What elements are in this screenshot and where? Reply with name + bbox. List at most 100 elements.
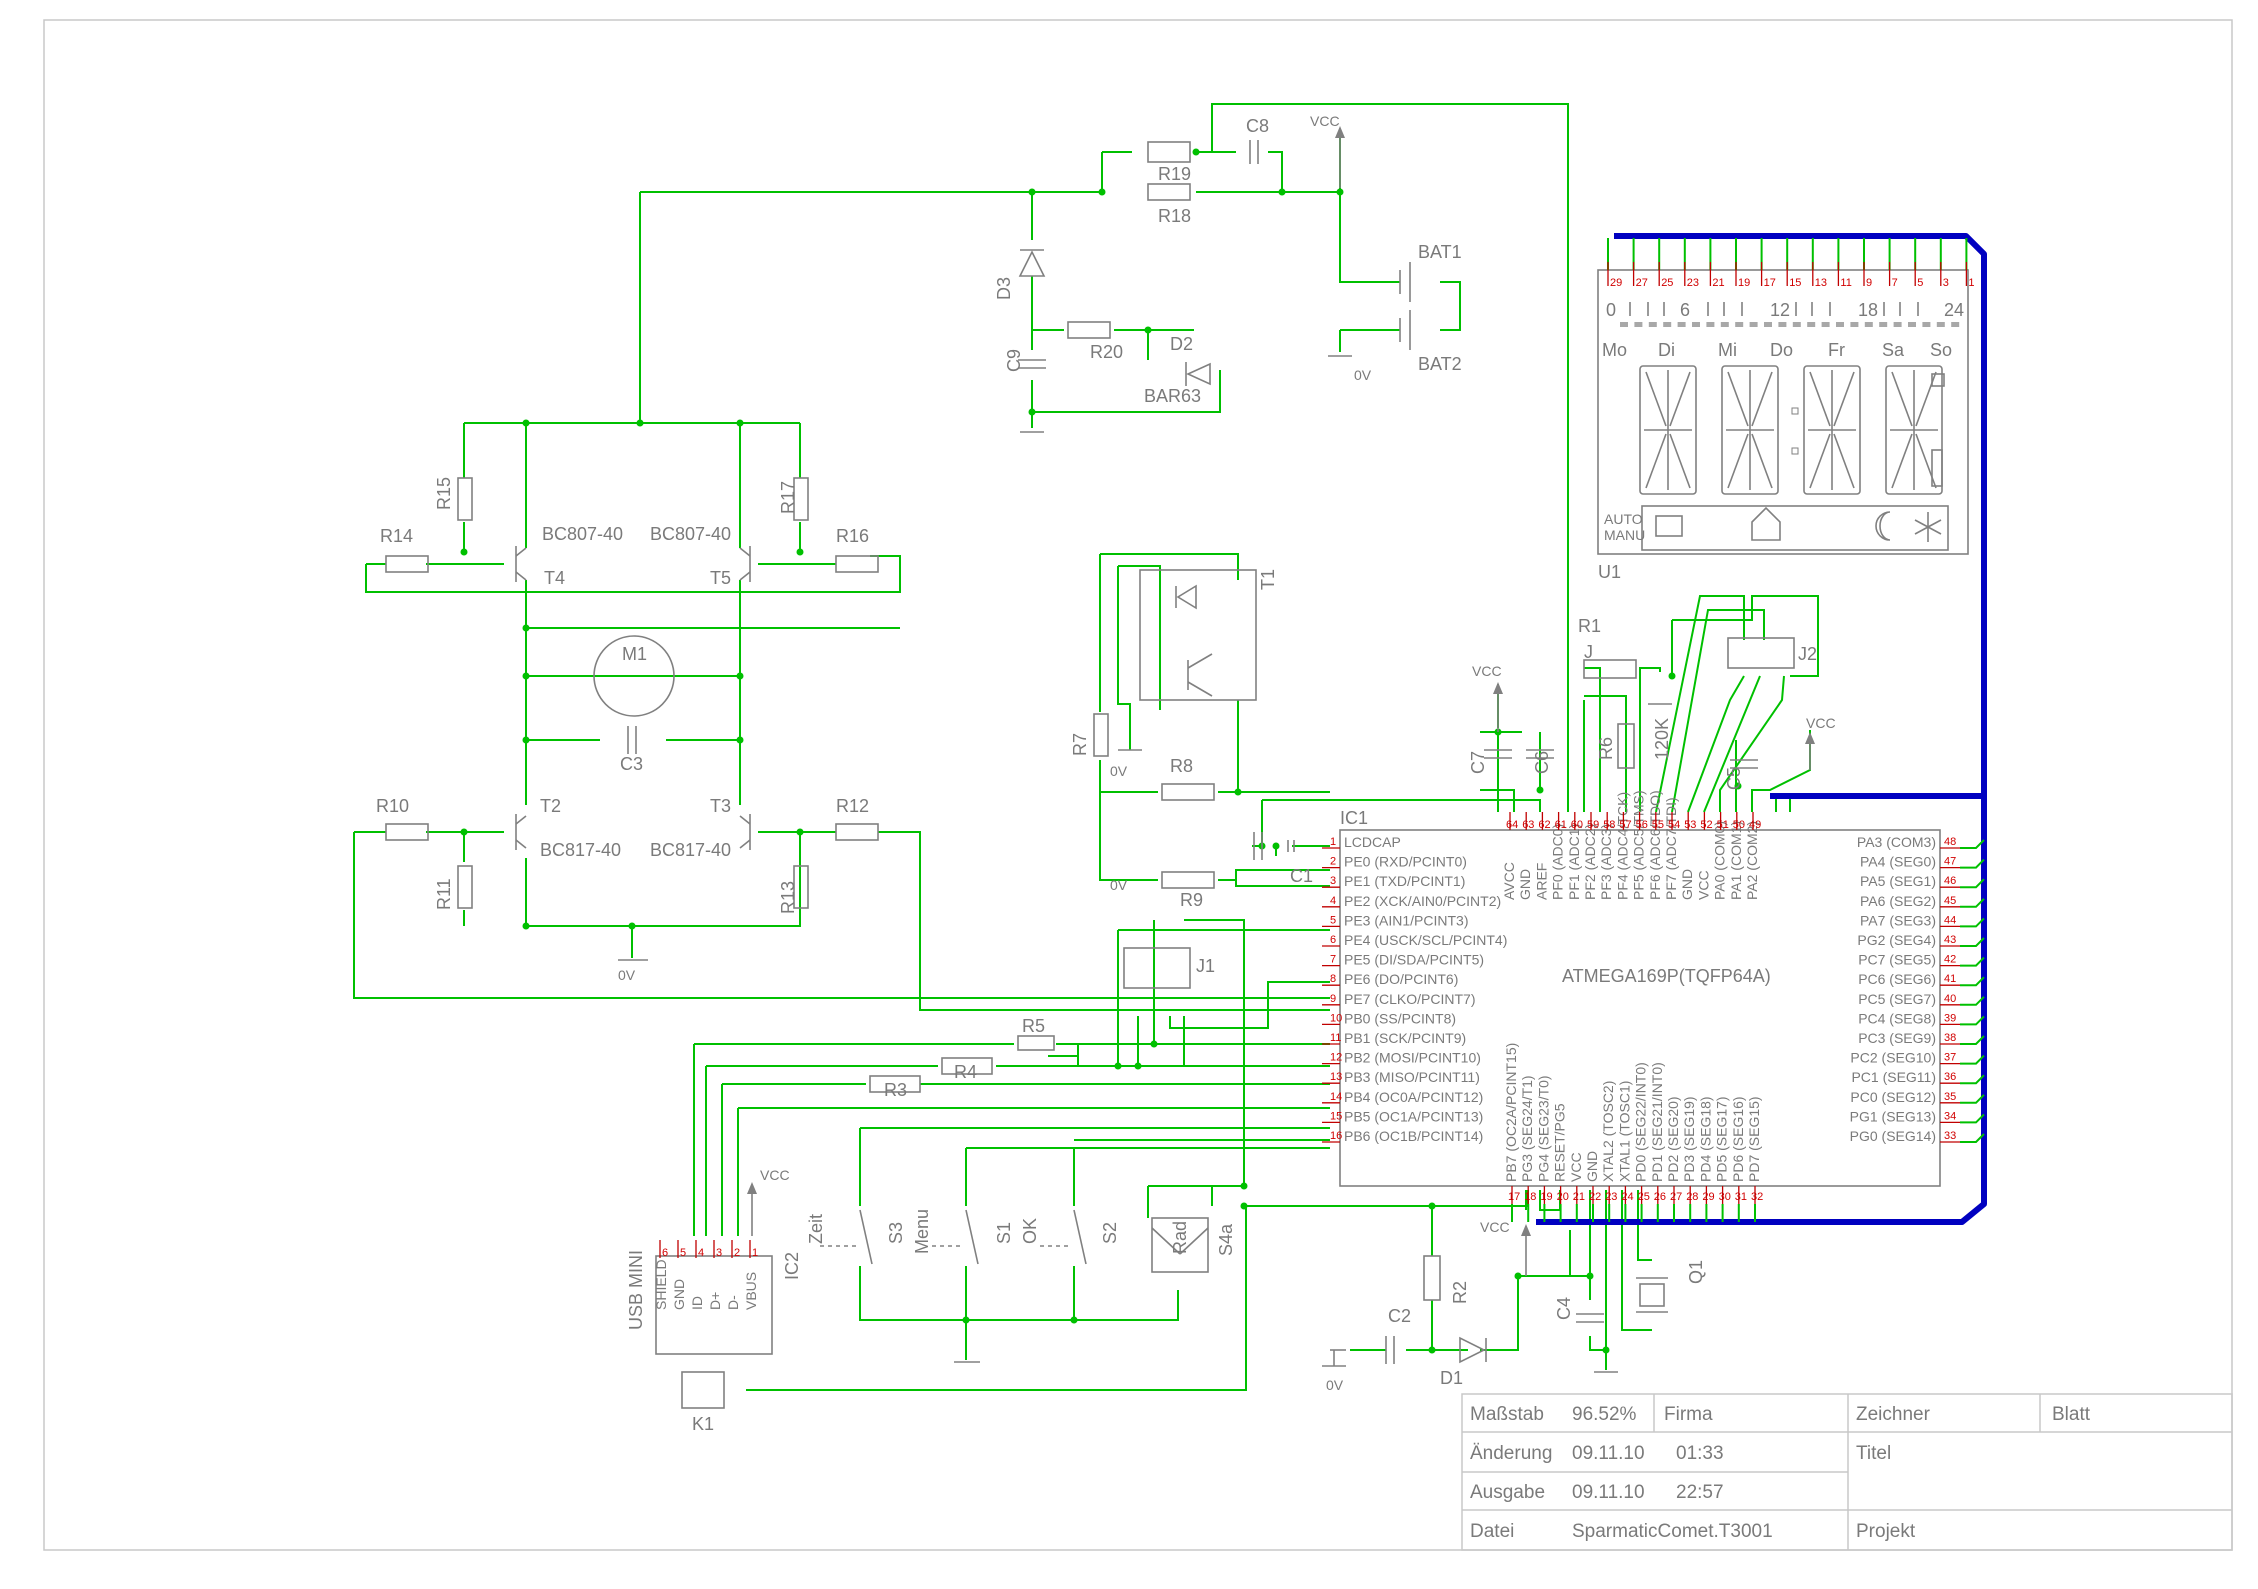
d2-diode[interactable]: D2 BAR63 [1144,334,1211,406]
t4-transistor[interactable]: BC807-40 T4 [515,524,623,588]
lcd-auto-label: AUTO [1604,511,1643,527]
r6-resistor[interactable]: R6 120K [1596,718,1672,769]
r11-resistor[interactable]: R11 [434,865,473,910]
usb-pin-num-6: 6 [662,1247,668,1259]
m1-motor[interactable]: M1 [593,635,675,717]
r3-label: R3 [884,1080,907,1100]
r19-resistor[interactable]: R19 [1147,141,1191,184]
r2-resistor[interactable]: R2 [1423,1255,1470,1304]
s4a-encoder[interactable]: Rad S4a [1151,1217,1236,1273]
mcu-bottom-pin-22: GND [1584,1151,1600,1182]
bat2-battery[interactable]: BAT2 [1399,310,1462,374]
c7-capacitor[interactable]: C7 [1468,749,1512,774]
r8-resistor[interactable]: R8 [1161,756,1215,801]
r15-resistor[interactable]: R15 [434,477,473,521]
usb-pin-dplus: D+ [707,1292,723,1310]
r14-resistor[interactable]: R14 [380,526,429,573]
r17-resistor[interactable]: R17 [778,477,809,521]
lcd-digit-4 [1885,365,1943,495]
lcd-pin-1: 1 [1968,277,1974,289]
lcd-bus [1536,233,1987,1225]
r12-resistor[interactable]: R12 [835,796,879,841]
c3-capacitor[interactable]: C3 [620,726,643,774]
lcd-day-Mo: Mo [1602,340,1627,360]
c6-capacitor[interactable]: C6 [1526,749,1554,774]
t2-transistor[interactable]: T2 BC817-40 [515,796,621,860]
c9-label: C9 [1004,349,1024,372]
mcu-left-pin-num-16: 16 [1330,1130,1342,1142]
mcu-left-pin-num-5: 5 [1330,914,1336,926]
suitcase-icon [1655,515,1683,537]
m1-label: M1 [622,644,647,664]
r4-resistor[interactable]: R4 [941,1057,993,1082]
t5-transistor[interactable]: BC807-40 T5 [650,524,751,588]
r20-resistor[interactable]: R20 [1067,321,1123,362]
d1-diode[interactable]: D1 [1440,1336,1487,1388]
vcc-r2-symbol: VCC [1480,1219,1531,1276]
gnd-bat: 0V [1328,355,1372,383]
c5-capacitor[interactable]: C5 [1724,759,1758,790]
r13-resistor[interactable]: R13 [778,865,809,914]
c4-capacitor[interactable]: C4 [1554,1297,1604,1323]
mcu-bottom-pin-30: PD5 (SEG17) [1714,1096,1730,1182]
s1-switch[interactable]: Menu S1 [912,1209,1014,1265]
lcd-pin-23: 23 [1687,277,1699,289]
t4-type-label: BC807-40 [542,524,623,544]
tb-ausgabe-time: 22:57 [1676,1482,1724,1503]
lcd-pin-11: 11 [1840,277,1851,289]
mcu-top-pin-num-64: 64 [1506,819,1518,831]
mcu-top-pin-num-55: 55 [1652,819,1664,831]
r18-resistor[interactable]: R18 [1147,183,1191,226]
bar63-label: BAR63 [1144,386,1201,406]
mcu-top-pin-53: GND [1679,869,1695,900]
c1-capacitor[interactable]: C1 [1253,832,1313,886]
mcu-top-pin-num-50: 50 [1733,819,1745,831]
r7-resistor[interactable]: R7 [1070,713,1109,757]
mcu-left-pin-num-6: 6 [1330,934,1336,946]
lcd-day-Fr: Fr [1828,340,1845,360]
usb-pin-num-4: 4 [698,1247,704,1259]
lcd-pin-5: 5 [1917,277,1923,289]
j-label: J [1584,642,1593,662]
u1-label: U1 [1598,562,1621,582]
vcc-usb-label: VCC [760,1167,790,1183]
lcd-digit-3 [1803,365,1861,495]
c6-label: C6 [1532,751,1552,774]
j1-connector[interactable]: J1 [1123,947,1215,989]
tb-titel-label: Titel [1856,1443,1891,1464]
j2-connector[interactable]: J2 [1727,637,1817,669]
c8-capacitor[interactable]: C8 [1246,116,1269,164]
d3-diode[interactable]: D3 [994,249,1046,300]
mcu-bottom-pin-19: PG4 (SEG23/T0) [1535,1075,1551,1182]
r10-resistor[interactable]: R10 [376,796,429,841]
t1-optocoupler[interactable]: T1 [1139,569,1278,701]
k1-connector[interactable]: K1 [681,1371,725,1434]
tb-aenderung-date: 09.11.10 [1572,1443,1645,1464]
r9-resistor[interactable]: R9 0V [1110,871,1215,910]
r5-resistor[interactable]: R5 [1017,1016,1055,1051]
bat1-battery[interactable]: BAT1 [1399,242,1462,302]
r16-resistor[interactable]: R16 [835,526,879,573]
s3-switch[interactable]: Zeit S3 [806,1209,906,1265]
c9-capacitor[interactable]: C9 [1004,349,1046,372]
r3-resistor[interactable]: R3 [869,1075,921,1100]
mcu-bottom-pin-num-22: 22 [1589,1191,1601,1203]
q1-crystal[interactable]: Q1 [1636,1260,1706,1313]
c2-capacitor[interactable]: C2 [1385,1306,1411,1364]
t3-transistor[interactable]: T3 BC817-40 [650,796,751,860]
vcc-usb-symbol: VCC [747,1167,790,1236]
mcu-right-pin-40: PC5 (SEG7) [1858,991,1936,1007]
r1-potentiometer[interactable]: R1 J [1578,616,1637,679]
mcu-left-pin-15: PB5 (OC1A/PCINT13) [1344,1108,1483,1124]
lcd-pin-29: 29 [1610,277,1622,289]
battery-icon [1931,449,1943,487]
mcu-left-pin-9: PE7 (CLKO/PCINT7) [1344,991,1475,1007]
gnd-hbridge: 0V [618,959,648,983]
mcu-bottom-pin-num-25: 25 [1638,1191,1650,1203]
r4-label: R4 [954,1062,977,1082]
s2-switch[interactable]: OK S2 [1020,1209,1120,1265]
